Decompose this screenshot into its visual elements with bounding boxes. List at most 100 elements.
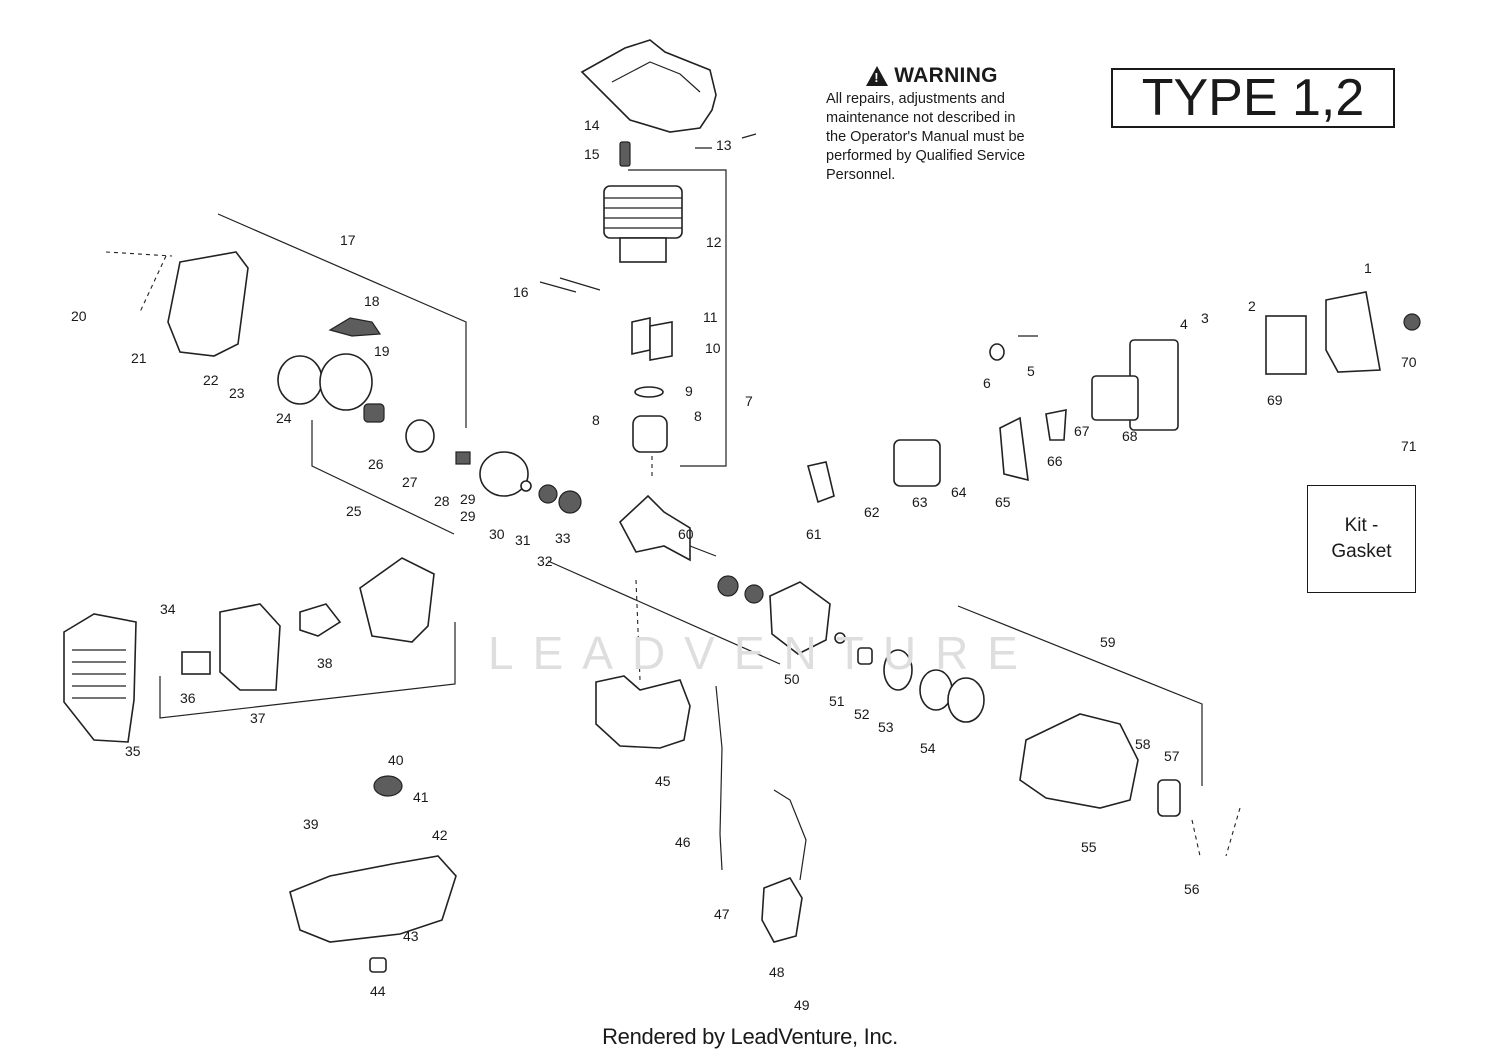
callout-30: 30: [489, 526, 505, 542]
warning-title-text: WARNING: [894, 64, 998, 87]
clutch-housing: [1019, 713, 1139, 809]
pulley: [277, 355, 323, 405]
callout-57: 57: [1164, 748, 1180, 764]
callout-46: 46: [675, 834, 691, 850]
cylinder: [603, 185, 683, 239]
callout-33: 33: [555, 530, 571, 546]
callout-53: 53: [878, 719, 894, 735]
callout-9: 9: [685, 383, 693, 399]
callout-22: 22: [203, 372, 219, 388]
footer-credit: Rendered by LeadVenture, Inc.: [602, 1024, 898, 1049]
callout-48: 48: [769, 964, 785, 980]
callout-20: 20: [71, 308, 87, 324]
shroud: [63, 613, 137, 743]
warning-heading: WARNING: [788, 64, 1076, 88]
warning-triangle-icon: [866, 66, 889, 86]
callout-11: 11: [703, 309, 718, 325]
callout-56: 56: [1184, 881, 1200, 897]
type-label: TYPE 1,2: [1111, 68, 1395, 128]
callout-19: 19: [374, 343, 390, 359]
callout-4: 4: [1180, 316, 1188, 332]
callout-1: 1: [1364, 260, 1372, 276]
fuel-tank: [289, 855, 457, 943]
callout-2: 2: [1248, 298, 1256, 314]
callout-50: 50: [784, 671, 800, 687]
part-illustrations: [63, 39, 1421, 973]
watermark-text: LEADVENTURE: [488, 627, 1037, 679]
callout-28: 28: [434, 493, 450, 509]
callout-63: 63: [912, 494, 928, 510]
kit-gasket-box: Kit - Gasket: [1307, 485, 1416, 593]
heat-shield: [359, 557, 435, 643]
air-filter: [1265, 315, 1307, 375]
callout-24: 24: [276, 410, 292, 426]
callout-68: 68: [1122, 428, 1138, 444]
callout-54: 54: [920, 740, 936, 756]
callout-5: 5: [1027, 363, 1035, 379]
callout-62: 62: [864, 504, 880, 520]
callout-39: 39: [303, 816, 319, 832]
crankcase: [595, 675, 691, 749]
spark-plug: [619, 141, 631, 167]
piston: [632, 415, 668, 453]
callout-52: 52: [854, 706, 870, 722]
callout-41: 41: [413, 789, 429, 805]
top-cover: [580, 39, 717, 133]
piston-ring: [634, 386, 664, 398]
callout-66: 66: [1047, 453, 1063, 469]
callout-15: 15: [584, 146, 600, 162]
callout-12: 12: [706, 234, 722, 250]
callout-3: 3: [1201, 310, 1209, 326]
fuel-cap: [373, 775, 403, 797]
callout-70: 70: [1401, 354, 1417, 370]
callout-65: 65: [995, 494, 1011, 510]
callout-23: 23: [229, 385, 245, 401]
callout-60: 60: [678, 526, 694, 542]
warning-notice: WARNING All repairs, adjustments and mai…: [826, 64, 1076, 185]
muffler: [219, 603, 281, 691]
callout-43: 43: [403, 928, 419, 944]
callout-44: 44: [370, 983, 386, 999]
callout-17: 17: [340, 232, 356, 248]
callout-27: 27: [402, 474, 418, 490]
callout-38: 38: [317, 655, 333, 671]
callout-58: 58: [1135, 736, 1151, 752]
callout-49: 49: [794, 997, 810, 1013]
callout-71: 71: [1401, 438, 1417, 454]
callout-29a: 29: [460, 491, 476, 507]
callout-59: 59: [1100, 634, 1116, 650]
callout-26: 26: [368, 456, 384, 472]
callout-18: 18: [364, 293, 380, 309]
flywheel: [769, 581, 831, 655]
callout-61: 61: [806, 526, 822, 542]
crankcase-half: [479, 451, 529, 497]
callout-69: 69: [1267, 392, 1283, 408]
callout-36: 36: [180, 690, 196, 706]
callout-25: 25: [346, 503, 362, 519]
warning-body: All repairs, adjustments and maintenance…: [826, 91, 1026, 183]
callout-16: 16: [513, 284, 529, 300]
callout-32: 32: [537, 553, 553, 569]
callout-8a: 8: [592, 412, 600, 428]
callout-14: 14: [584, 117, 600, 133]
callout-numbers: 1 2 3 4 5 6 7 8 8 9 10 11 12 13 14 15 16…: [71, 117, 1417, 1013]
callout-29b: 29: [460, 508, 476, 524]
callout-40: 40: [388, 752, 404, 768]
starter-handle: [328, 317, 382, 337]
callout-51: 51: [829, 693, 845, 709]
callout-13: 13: [716, 137, 732, 153]
callout-6: 6: [983, 375, 991, 391]
callout-42: 42: [432, 827, 448, 843]
crankcase-cover: [167, 251, 249, 357]
spring: [363, 403, 385, 423]
piston-ring-plate: [631, 317, 651, 355]
callout-8b: 8: [694, 408, 702, 424]
callout-21: 21: [131, 350, 147, 366]
callout-10: 10: [705, 340, 721, 356]
dashed-lines: [105, 251, 1241, 857]
ignition-coil: [761, 877, 803, 943]
air-filter-cover: [1325, 291, 1381, 373]
callout-55: 55: [1081, 839, 1097, 855]
callout-37: 37: [250, 710, 266, 726]
